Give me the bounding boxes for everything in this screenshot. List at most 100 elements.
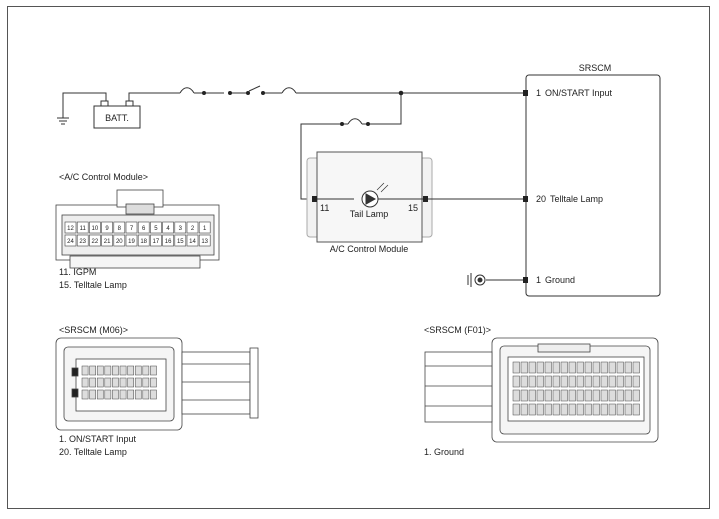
m06-pin-cavity: [104, 377, 112, 388]
f01-pin-cavity: [568, 361, 576, 374]
f01-pin-cavity: [544, 361, 552, 374]
f01-pin-cavity: [592, 389, 600, 402]
srscm-ground-number: 1: [536, 275, 541, 285]
acm-pin-number: 21: [104, 239, 111, 245]
acm-pin-cell: [76, 234, 89, 247]
acm-pin-cell: [64, 221, 77, 234]
f01-pin-cavity: [584, 375, 592, 388]
f01-pin-cavity: [560, 389, 568, 402]
f01-pin-cavity: [512, 389, 520, 402]
f01-connector-title: <SRSCM (F01)>: [424, 325, 491, 335]
acm-pin-cell: [113, 234, 126, 247]
m06-pin-cavity: [81, 389, 89, 400]
acm-pin-number: 23: [79, 239, 86, 245]
f01-pin-cavity: [600, 375, 608, 388]
battery-positive-wire: [128, 92, 180, 101]
f01-pin-cavity: [616, 375, 624, 388]
f01-pin-cavity: [600, 361, 608, 374]
m06-pin-cavity: [127, 365, 134, 376]
fuse-1-icon: [179, 87, 195, 94]
acm-pin-15-label: 15: [408, 203, 418, 213]
tail-lamp-label: Tail Lamp: [350, 209, 389, 219]
acm-pin-number: 10: [92, 226, 99, 232]
acm-pin-number: 14: [189, 239, 196, 245]
acm-pin-number: 19: [128, 239, 135, 245]
m06-pin-cavity: [96, 389, 104, 400]
f01-pin-cavity: [576, 403, 584, 416]
m06-pin-cavity: [119, 365, 127, 376]
f01-pin-cavity: [568, 375, 576, 388]
acm-pin-cell: [174, 234, 187, 247]
f01-pin-cavity: [568, 403, 576, 416]
f01-pin-cavity: [576, 375, 584, 388]
f01-pin-cavity: [528, 375, 536, 388]
f01-pin-cavity: [584, 361, 592, 374]
acm-pin-cell: [125, 234, 138, 247]
acm-pin-cell: [76, 221, 89, 234]
f01-pin-cavity: [632, 361, 640, 374]
acm-pin-cell: [64, 234, 77, 247]
f01-pin-cavity: [616, 361, 624, 374]
f01-pin-cavity: [560, 361, 568, 374]
acm-pin-number: 15: [177, 239, 184, 245]
f01-pin-cavity: [512, 403, 520, 416]
f01-pin-cavity: [560, 403, 568, 416]
f01-pin-cavity: [592, 361, 600, 374]
fuse-3-icon: [347, 118, 363, 125]
f01-pin-cavity: [552, 403, 560, 416]
m06-pin-cavity: [150, 389, 157, 400]
acm-pin-cell: [186, 234, 199, 247]
acm-pin-cell: [174, 221, 187, 234]
m06-pin-cavity: [89, 365, 96, 376]
acm-pin-cell: [89, 221, 101, 234]
f01-pin-cavity: [624, 375, 632, 388]
f01-pin-cavity: [520, 403, 528, 416]
acm-pin-number: 1: [203, 226, 207, 232]
m06-pin-cavity: [119, 377, 127, 388]
f01-pin-cavity: [544, 389, 552, 402]
f01-pin-cavity: [552, 361, 560, 374]
acm-pin-cell: [89, 234, 101, 247]
m06-pin-cavity: [150, 365, 157, 376]
f01-pin-cavity: [528, 389, 536, 402]
acm-pin-number: 11: [80, 226, 87, 232]
f01-pin-cavity: [536, 375, 544, 388]
m06-pin-cavity: [96, 377, 104, 388]
f01-pin-cavity: [608, 403, 616, 416]
f01-pin-cavity: [560, 375, 568, 388]
acm-box-label: A/C Control Module: [330, 244, 409, 254]
acm-pin-number: 4: [166, 226, 170, 232]
acm-pin-number: 20: [116, 239, 123, 245]
m06-pin-cavity: [142, 389, 150, 400]
acm-note-1: 11. IGPM: [59, 267, 96, 277]
m06-pin-cavity: [104, 389, 112, 400]
f01-pin-cavity: [520, 375, 528, 388]
f01-pin-cavity: [536, 403, 544, 416]
acm-pin-cell: [162, 221, 174, 234]
f01-pin-cavity: [584, 389, 592, 402]
battery-ground-wire: [62, 92, 107, 118]
m06-connector-title: <SRSCM (M06)>: [59, 325, 128, 335]
f01-pin-cavity: [536, 389, 544, 402]
acm-pin-cell: [137, 221, 150, 234]
f01-pin-cavity: [632, 403, 640, 416]
acm-note-2: 15. Telltale Lamp: [59, 280, 127, 290]
srscm-m06-pins: [81, 365, 157, 400]
f01-pin-cavity: [568, 389, 576, 402]
f01-pin-cavity: [552, 389, 560, 402]
m06-pin-cavity: [127, 389, 134, 400]
acm-pin-number: 16: [165, 239, 172, 245]
srscm-box: [525, 74, 661, 297]
acm-pin-number: 2: [191, 226, 195, 232]
f01-pin-cavity: [528, 403, 536, 416]
f01-pin-cavity: [520, 361, 528, 374]
acm-pin-cell: [125, 221, 138, 234]
f01-pin-cavity: [576, 361, 584, 374]
srscm-title: SRSCM: [579, 63, 612, 73]
m06-pin-cavity: [104, 365, 112, 376]
acm-connector-title: <A/C Control Module>: [59, 172, 148, 182]
f01-pin-cavity: [608, 375, 616, 388]
f01-pin-cavity: [616, 389, 624, 402]
